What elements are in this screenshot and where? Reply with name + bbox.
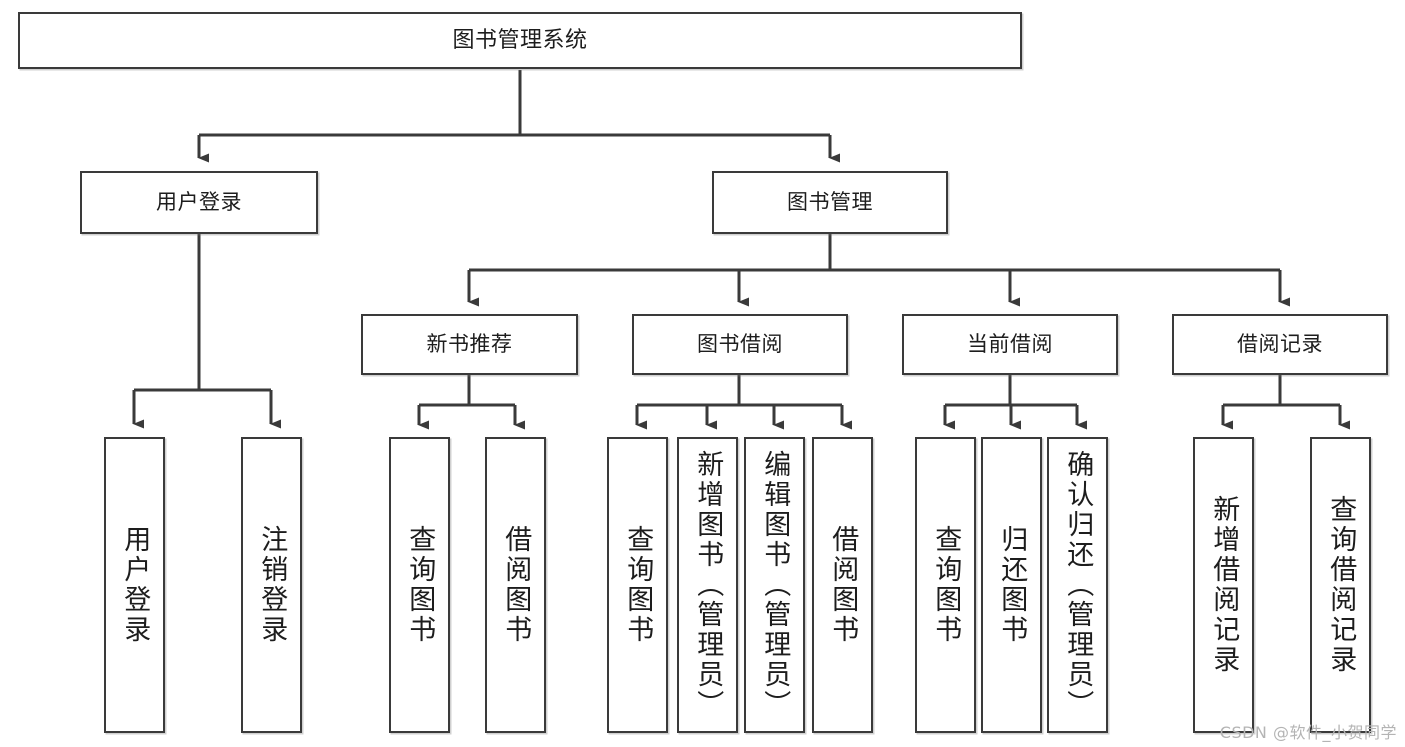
node-label: 图书管理 [787, 190, 873, 215]
leaf-edit-book-admin[interactable]: 编辑图书（管理员） [744, 437, 805, 733]
leaf-query-book-borrow[interactable]: 查询图书 [607, 437, 668, 733]
leaf-logout-login[interactable]: 注销登录 [241, 437, 302, 733]
node-label: 编辑图书（管理员） [759, 450, 791, 720]
node-label: 借阅图书 [500, 525, 532, 645]
node-user-login[interactable]: 用户登录 [80, 171, 318, 234]
node-label: 新增图书（管理员） [692, 450, 724, 720]
node-label: 新增借阅记录 [1208, 495, 1240, 675]
leaf-query-book-current[interactable]: 查询图书 [915, 437, 976, 733]
node-label: 查询借阅记录 [1325, 495, 1357, 675]
node-label: 借阅图书 [827, 525, 859, 645]
node-label: 查询图书 [404, 525, 436, 645]
csdn-watermark: CSDN @软件_小贺同学 [1219, 723, 1397, 742]
leaf-borrow-book-recommend[interactable]: 借阅图书 [485, 437, 546, 733]
node-new-book-recommend[interactable]: 新书推荐 [361, 314, 578, 375]
node-label: 用户登录 [119, 525, 151, 645]
leaf-add-book-admin[interactable]: 新增图书（管理员） [677, 437, 738, 733]
node-label: 注销登录 [256, 525, 288, 645]
leaf-borrow-book[interactable]: 借阅图书 [812, 437, 873, 733]
node-label: 查询图书 [930, 525, 962, 645]
node-book-borrow[interactable]: 图书借阅 [632, 314, 848, 375]
leaf-return-book[interactable]: 归还图书 [981, 437, 1042, 733]
node-borrow-record[interactable]: 借阅记录 [1172, 314, 1388, 375]
node-root-book-management-system[interactable]: 图书管理系统 [18, 12, 1022, 69]
node-label: 当前借阅 [967, 332, 1053, 357]
leaf-user-login[interactable]: 用户登录 [104, 437, 165, 733]
node-label: 借阅记录 [1237, 332, 1323, 357]
node-label: 确认归还（管理员） [1062, 450, 1094, 720]
leaf-confirm-return-admin[interactable]: 确认归还（管理员） [1047, 437, 1108, 733]
node-label: 图书管理系统 [452, 27, 588, 53]
node-label: 归还图书 [996, 525, 1028, 645]
leaf-add-borrow-record[interactable]: 新增借阅记录 [1193, 437, 1254, 733]
node-current-borrow[interactable]: 当前借阅 [902, 314, 1118, 375]
leaf-query-borrow-record[interactable]: 查询借阅记录 [1310, 437, 1371, 733]
leaf-query-book-recommend[interactable]: 查询图书 [389, 437, 450, 733]
node-book-management[interactable]: 图书管理 [712, 171, 948, 234]
node-label: 查询图书 [622, 525, 654, 645]
node-label: 新书推荐 [426, 332, 513, 357]
node-label: 图书借阅 [697, 332, 783, 357]
node-label: 用户登录 [156, 190, 242, 215]
